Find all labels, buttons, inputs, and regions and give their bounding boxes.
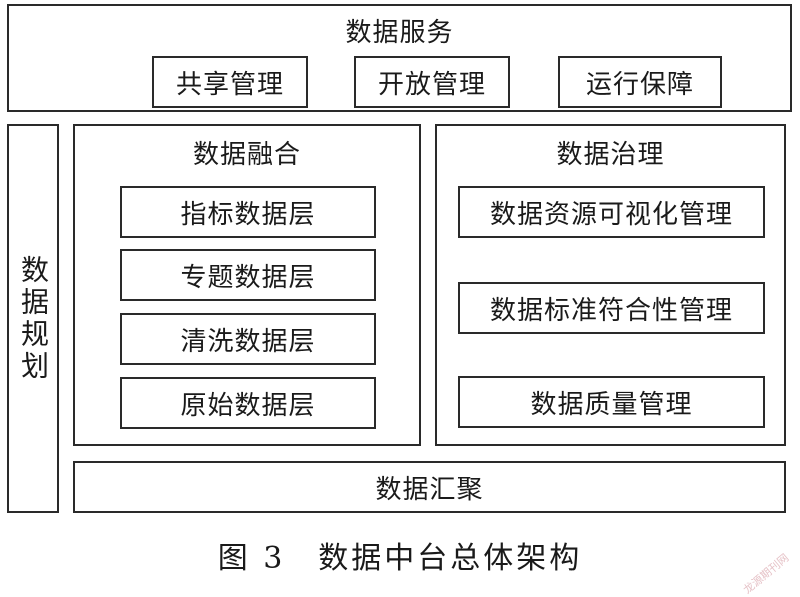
data-aggregation-panel: 数据汇聚: [73, 461, 786, 513]
open-management-box: 开放管理: [354, 56, 510, 108]
data-planning-title: 数据规划: [17, 254, 50, 383]
figure-caption: 图 3 数据中台总体架构: [217, 541, 583, 576]
data-fusion-title: 数据融合: [192, 140, 301, 170]
data-service-title: 数据服务: [345, 18, 454, 48]
topic-data-layer: 专题数据层: [120, 249, 376, 301]
data-fusion-panel: 数据融合 指标数据层 专题数据层 清洗数据层 原始数据层: [73, 124, 421, 446]
standard-compliance-management-box: 数据标准符合性管理: [458, 282, 765, 334]
data-planning-panel: 数据规划: [7, 124, 59, 513]
cleansed-data-layer: 清洗数据层: [120, 313, 376, 365]
data-quality-management-box: 数据质量管理: [458, 376, 765, 428]
sharing-management-box: 共享管理: [152, 56, 308, 108]
data-governance-title: 数据治理: [556, 140, 665, 170]
data-service-panel: 数据服务 共享管理 开放管理 运行保障: [7, 4, 792, 112]
resource-visualization-management-box: 数据资源可视化管理: [458, 186, 765, 238]
operation-guarantee-box: 运行保障: [558, 56, 722, 108]
raw-data-layer: 原始数据层: [120, 377, 376, 429]
indicator-data-layer: 指标数据层: [120, 186, 376, 238]
data-governance-panel: 数据治理 数据资源可视化管理 数据标准符合性管理 数据质量管理: [435, 124, 786, 446]
